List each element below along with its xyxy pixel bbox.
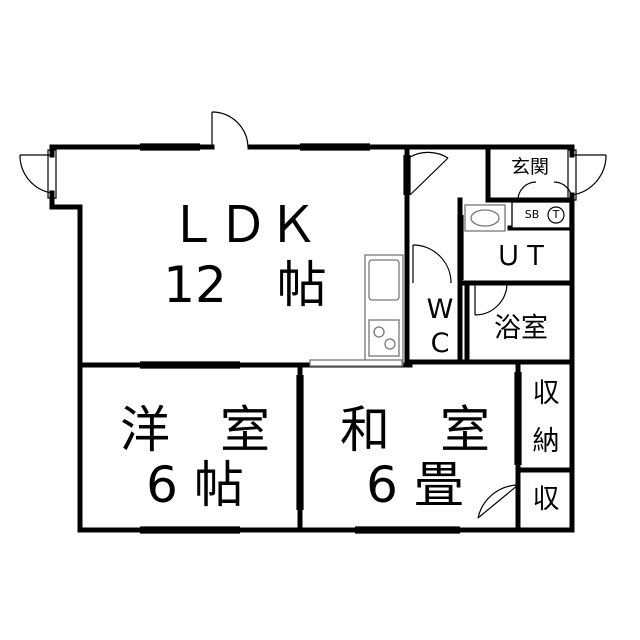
shoebox-label: SB (524, 208, 540, 221)
entrance-label: 玄関 (510, 156, 549, 178)
stove (368, 319, 400, 357)
walls (49, 144, 575, 533)
wc-label-w: W (426, 294, 454, 325)
meter-icon (547, 206, 565, 224)
window-symbols (140, 143, 522, 534)
wc-label-c: C (430, 328, 450, 359)
japanese-label: 和 室 (340, 401, 490, 459)
storage-label-1: 収 (532, 378, 560, 409)
meter-label: T (552, 208, 560, 221)
door-swings (19, 111, 607, 519)
shoebox (511, 201, 571, 229)
storage-label-2: 納 (532, 426, 560, 457)
kitchen-fixtures (309, 254, 404, 367)
closet-label: 収 (532, 484, 560, 515)
ldk-size: 12 帖 (163, 256, 327, 314)
sink (368, 259, 400, 301)
western-size: 6 帖 (146, 456, 244, 514)
ldk-label: ＬＤＫ (168, 196, 318, 254)
bath-label: 浴室 (494, 313, 548, 344)
ut-label: ＵＴ (495, 241, 549, 272)
western-label: 洋 室 (120, 401, 270, 459)
ut-fixtures (464, 201, 571, 232)
japanese-size: 6 畳 (366, 456, 464, 514)
